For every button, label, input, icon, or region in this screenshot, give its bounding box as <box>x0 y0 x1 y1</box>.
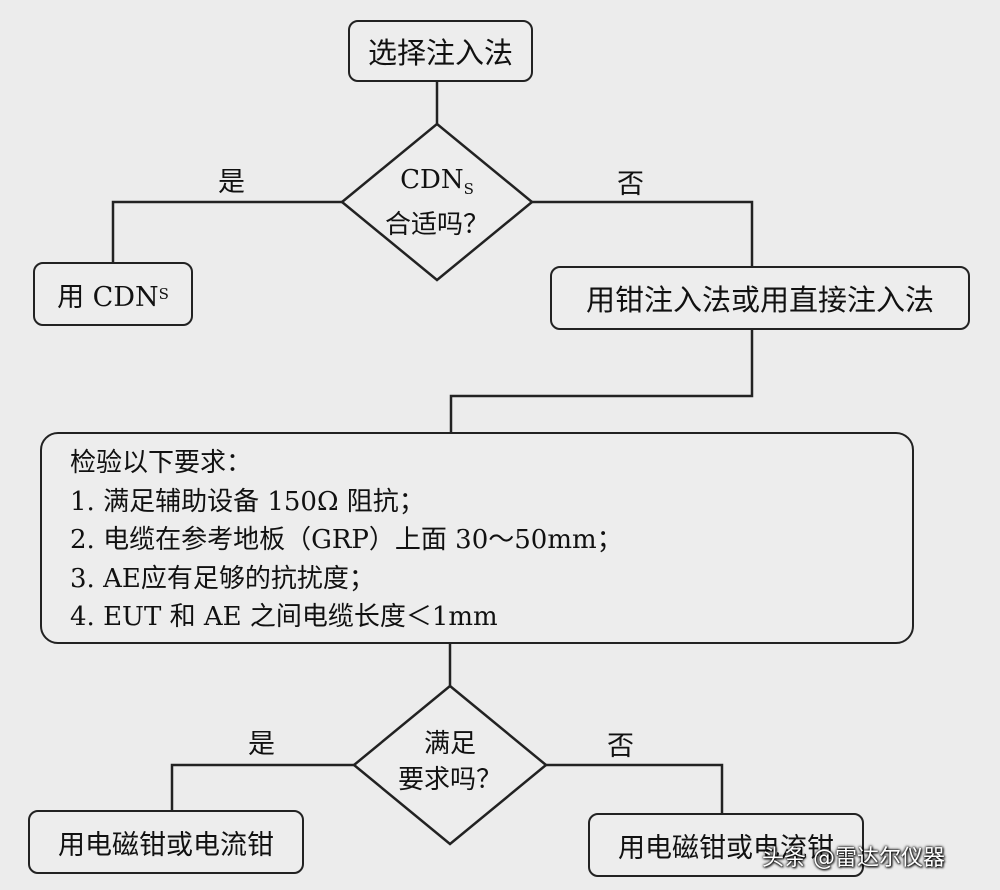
result-yes-label: 用电磁钳或电流钳 <box>58 829 274 861</box>
decision2-diamond <box>352 684 548 846</box>
use-cdn-label: 用 CDN <box>57 281 159 313</box>
connector-decision2-yes <box>170 763 354 810</box>
decision2-line2: 要求吗？ <box>397 765 502 795</box>
watermark: 头条 @雷达尔仪器 <box>762 836 992 876</box>
connector-clamp-to-requirements <box>449 330 754 432</box>
start-node-label: 选择注入法 <box>367 36 513 70</box>
connector-decision2-no <box>546 763 724 813</box>
requirements-box: 检验以下要求： 1. 满足辅助设备 150Ω 阻抗； 2. 电缆在参考地板（GR… <box>40 432 914 644</box>
clamp-or-direct-label: 用钳注入法或用直接注入法 <box>585 283 934 317</box>
decision2-yes-label: 是 <box>248 729 275 760</box>
decision1-line2: 合适吗？ <box>384 210 489 240</box>
result-yes-node: 用电磁钳或电流钳 <box>28 810 304 874</box>
requirement-item-4: 4. EUT 和 AE 之间电缆长度＜1mm <box>70 602 498 632</box>
decision1-line1-subscript: S <box>463 180 474 198</box>
decision1-text: CDNS 合适吗？ <box>362 162 512 243</box>
decision1-diamond <box>340 122 534 282</box>
start-node: 选择注入法 <box>348 20 533 82</box>
requirement-item-2: 2. 电缆在参考地板（GRP）上面 30～50mm； <box>70 525 623 555</box>
clamp-or-direct-node: 用钳注入法或用直接注入法 <box>550 266 970 330</box>
result-no-node: 用电磁钳或电流钳 <box>588 813 864 877</box>
decision1-yes-label: 是 <box>218 167 245 198</box>
decision1-line1: CDN <box>400 165 464 195</box>
requirement-item-1: 1. 满足辅助设备 150Ω 阻抗； <box>70 486 425 517</box>
watermark-label: 头条 @雷达尔仪器 <box>762 846 945 871</box>
connector-decision1-no <box>532 200 754 266</box>
decision2-no-label: 否 <box>607 731 634 762</box>
decision2-text: 满足 要求吗？ <box>375 726 525 798</box>
requirements-title: 检验以下要求： <box>70 448 253 478</box>
decision1-no-label: 否 <box>617 169 644 200</box>
use-cdn-subscript: S <box>158 285 169 303</box>
result-no-label: 用电磁钳或电流钳 <box>618 832 834 864</box>
decision2-line1: 满足 <box>423 729 476 759</box>
connector-decision1-yes <box>111 200 342 262</box>
requirement-item-3: 3. AE应有足够的抗扰度； <box>70 563 375 594</box>
